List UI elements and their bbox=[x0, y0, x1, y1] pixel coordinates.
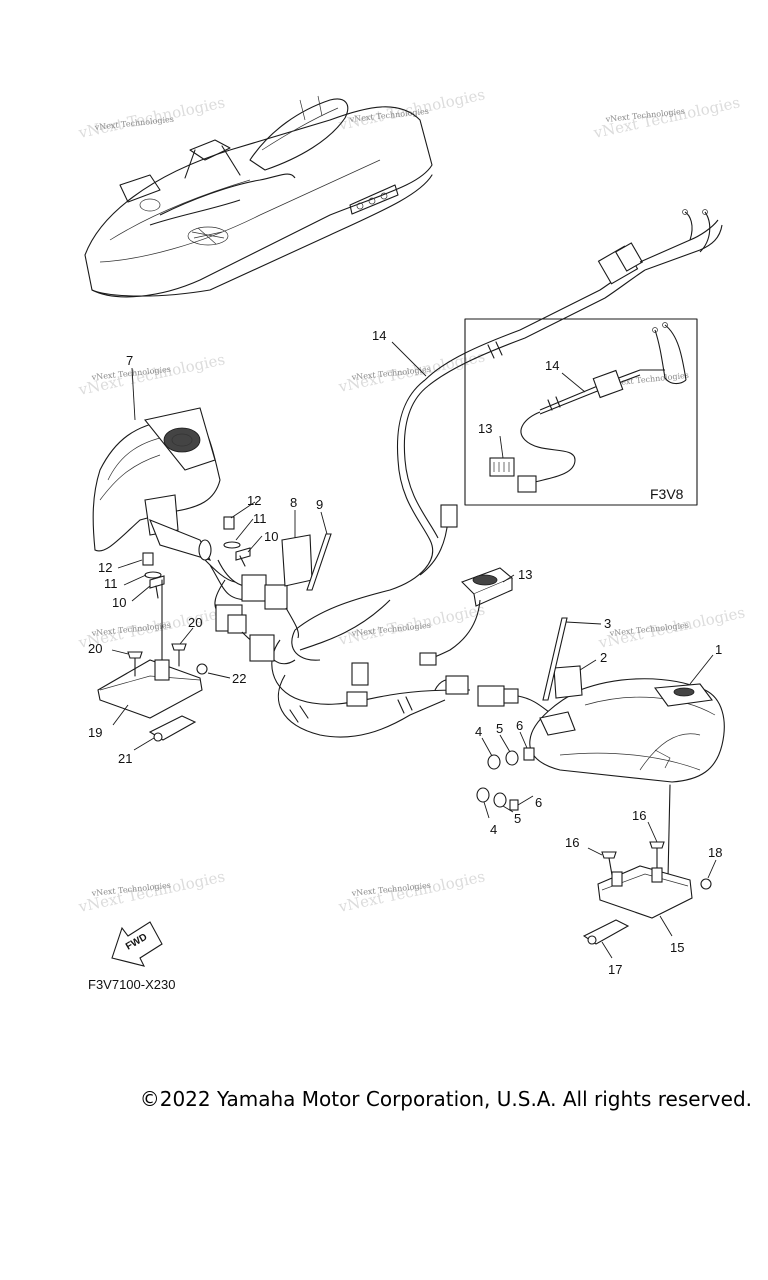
drawing-code: F3V7100-X230 bbox=[88, 977, 175, 992]
callout-16-right: 16 bbox=[632, 808, 646, 823]
callout-22: 22 bbox=[232, 671, 246, 686]
harness-connector-center bbox=[351, 662, 369, 686]
part-1-meter-housing: 1 bbox=[529, 642, 725, 783]
part-16-bolts: 16 16 bbox=[565, 808, 665, 876]
meter-connector-d bbox=[249, 634, 275, 662]
callout-2: 2 bbox=[600, 650, 607, 665]
callout-9: 9 bbox=[316, 497, 323, 512]
parts-diagram: vNext Technologies vNext Technologies vN… bbox=[76, 85, 746, 992]
part-19-bracket: 19 bbox=[88, 579, 203, 740]
meter-connector-a bbox=[241, 574, 267, 602]
callout-20-right: 20 bbox=[188, 615, 202, 630]
part-7-meter-housing: 7 bbox=[92, 353, 236, 583]
inset-box: F3V8 14 13 bbox=[464, 318, 698, 506]
inset-border bbox=[464, 318, 698, 506]
left-hardware: 12 11 10 12 11 10 bbox=[98, 493, 278, 610]
part-18-nut: 18 bbox=[700, 845, 722, 890]
callout-6-lower: 6 bbox=[535, 795, 542, 810]
part-22-nut: 22 bbox=[196, 663, 246, 686]
callout-18: 18 bbox=[708, 845, 722, 860]
callout-15: 15 bbox=[670, 940, 684, 955]
callout-6-upper: 6 bbox=[516, 718, 523, 733]
part-21-plate: 21 bbox=[118, 715, 197, 766]
harness-connector-right-a bbox=[445, 675, 469, 695]
callout-13: 13 bbox=[518, 567, 532, 582]
part-8-label: 8 bbox=[281, 495, 313, 587]
part-3-strip: 3 bbox=[542, 616, 611, 701]
callout-20-left: 20 bbox=[88, 641, 102, 656]
callout-5-lower: 5 bbox=[514, 811, 521, 826]
inset-connector-14 bbox=[592, 369, 624, 399]
part-9-strip: 9 bbox=[306, 497, 332, 591]
harness-connector-right-b bbox=[477, 685, 505, 707]
harness-connector-upper bbox=[440, 504, 458, 528]
callout-14: 14 bbox=[372, 328, 386, 343]
part-13-switch: 13 bbox=[419, 567, 532, 666]
callout-8: 8 bbox=[290, 495, 297, 510]
wire-harness: 14 bbox=[271, 209, 723, 738]
callout-3: 3 bbox=[604, 616, 611, 631]
callout-1: 1 bbox=[715, 642, 722, 657]
meter-connector-b bbox=[264, 584, 288, 610]
part-20-bolts: 20 20 bbox=[88, 615, 202, 677]
callout-19: 19 bbox=[88, 725, 102, 740]
callout-21: 21 bbox=[118, 751, 132, 766]
callout-4-lower: 4 bbox=[490, 822, 497, 837]
callout-13-inset: 13 bbox=[478, 421, 492, 436]
watercraft-illustration bbox=[84, 95, 433, 298]
inset-label: F3V8 bbox=[650, 486, 684, 502]
callout-14-inset: 14 bbox=[545, 358, 559, 373]
part-17-plate: 17 bbox=[582, 919, 630, 977]
callout-10-right: 10 bbox=[264, 529, 278, 544]
callout-17: 17 bbox=[608, 962, 622, 977]
parts-4-5-6: 4 5 6 4 5 6 bbox=[475, 718, 542, 837]
callout-12-left: 12 bbox=[98, 560, 112, 575]
callout-11-right: 11 bbox=[253, 511, 267, 526]
callout-4-upper: 4 bbox=[475, 724, 482, 739]
copyright-notice: ©2022 Yamaha Motor Corporation, U.S.A. A… bbox=[139, 1087, 752, 1111]
callout-7: 7 bbox=[126, 353, 133, 368]
callout-16-left: 16 bbox=[565, 835, 579, 850]
callout-12-right: 12 bbox=[247, 493, 261, 508]
callout-11-left: 11 bbox=[104, 576, 118, 591]
callout-10-left: 10 bbox=[112, 595, 126, 610]
part-2-label: 2 bbox=[553, 650, 607, 699]
meter-connectors bbox=[209, 559, 300, 665]
part-15-bracket: 15 bbox=[597, 784, 693, 955]
fwd-arrow-icon: FWD bbox=[111, 921, 163, 967]
callout-5-upper: 5 bbox=[496, 721, 503, 736]
inset-connector-13 bbox=[489, 457, 515, 477]
part-12-grommet-left bbox=[142, 552, 154, 566]
part-12-grommet bbox=[223, 516, 235, 530]
